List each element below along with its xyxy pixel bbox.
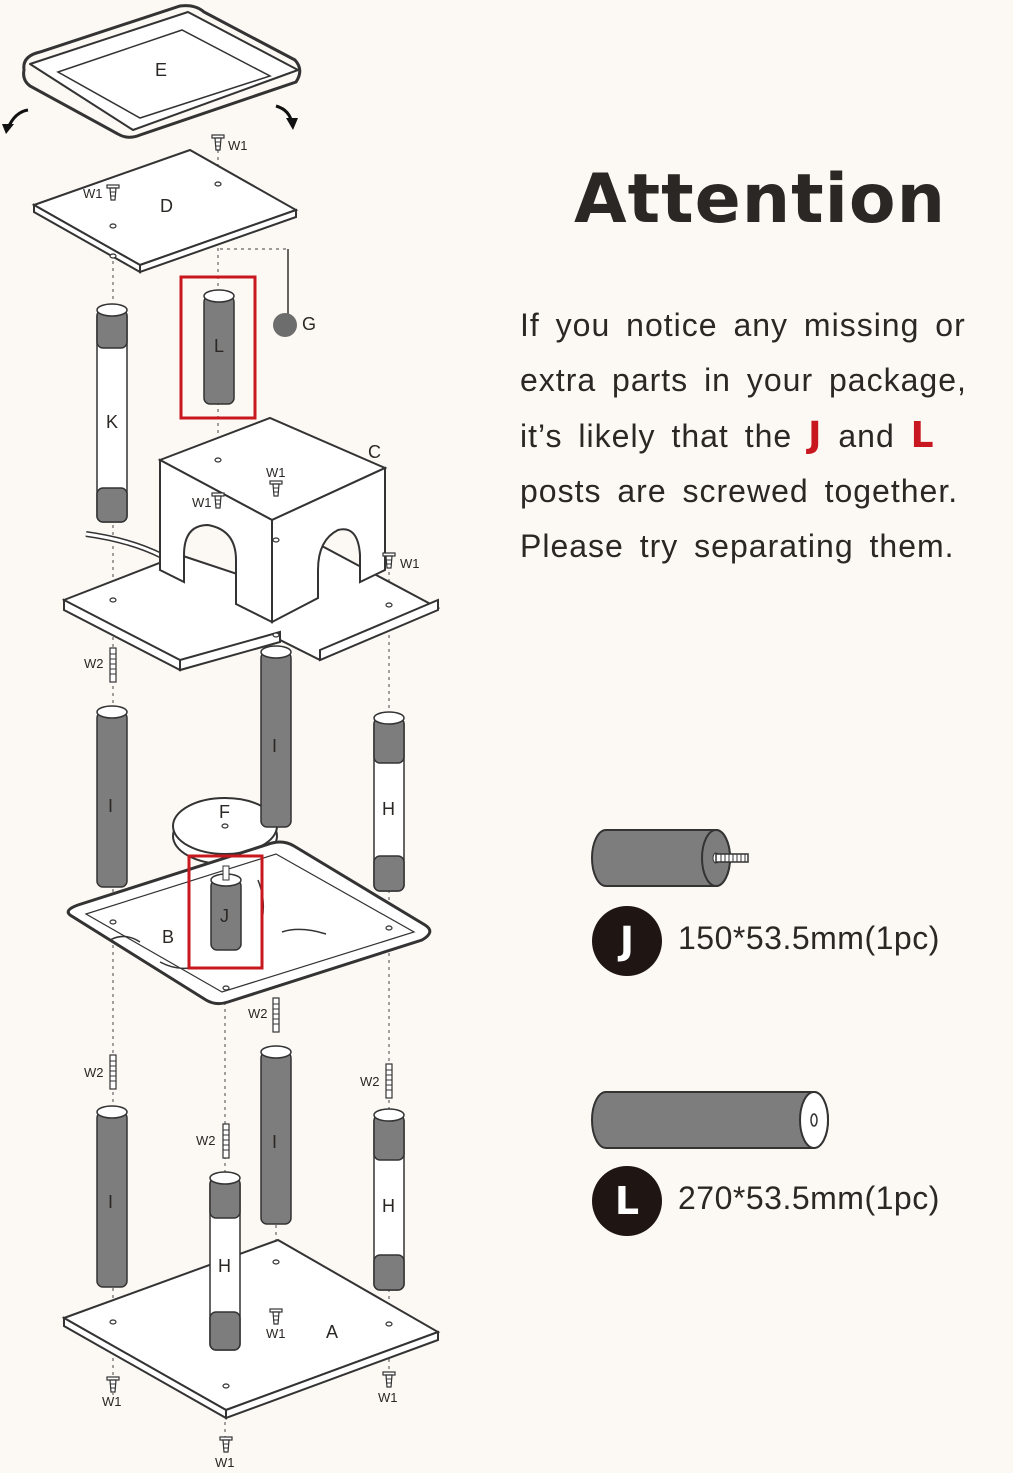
notice-line: extra parts in your package, — [520, 362, 967, 398]
screw-label-w1: W1 — [228, 138, 248, 153]
label-c: C — [368, 442, 381, 462]
attention-title: Attention — [573, 160, 947, 239]
screw-label-w1: W1 — [266, 1326, 286, 1341]
highlight-l: L — [910, 415, 935, 456]
part-d-board: D — [31, 148, 299, 274]
label-a: A — [326, 1322, 338, 1342]
screw-label-w1: W1 — [378, 1390, 398, 1405]
post-i-upper-left: I — [96, 705, 128, 888]
post-l: L — [203, 289, 235, 405]
spec-l: 270*53.5mm(1pc) — [678, 1180, 940, 1216]
post-i-upper-middle: I — [260, 645, 292, 828]
post-h-lower-right: H — [373, 1108, 405, 1291]
notice-line: Please try separating them. — [520, 528, 955, 564]
post-k: K — [96, 303, 128, 523]
screw-label-w2: W2 — [360, 1074, 380, 1089]
screw-label-w1: W1 — [192, 495, 212, 510]
post-l-illustration — [591, 1091, 829, 1149]
screw-label-w1: W1 — [102, 1394, 122, 1409]
screw-label-w2: W2 — [196, 1133, 216, 1148]
highlight-box-l — [179, 275, 257, 420]
part-a-base: A — [61, 1238, 441, 1420]
post-j: J — [210, 865, 242, 951]
label-h-2: H — [382, 1196, 395, 1216]
label-g: G — [302, 314, 316, 334]
spec-j: 150*53.5mm(1pc) — [678, 920, 940, 956]
screw-holes — [109, 181, 393, 1389]
label-i-2: I — [272, 736, 277, 756]
post-i-lower-middle: I — [260, 1045, 292, 1225]
label-i-4: I — [272, 1132, 277, 1152]
label-b: B — [162, 927, 174, 947]
post-h-upper-right: H — [373, 711, 405, 892]
label-h-1: H — [382, 799, 395, 819]
highlight-box-j — [187, 854, 264, 970]
part-e-hammock: E — [22, 4, 302, 139]
notice-text: If you notice any missing or extra parts… — [520, 298, 1010, 574]
screw-label-w1: W1 — [400, 556, 420, 571]
notice-line: it’s likely that the J and L — [520, 408, 1010, 464]
notice-line-mid: and — [838, 418, 895, 454]
badge-j: J — [592, 906, 662, 976]
screw-label-w2: W2 — [84, 656, 104, 671]
part-b-board: B — [66, 840, 432, 1006]
part-g-ball — [273, 313, 297, 337]
label-d: D — [160, 196, 173, 216]
label-j: J — [220, 906, 229, 926]
screw-label-w2: W2 — [84, 1065, 104, 1080]
screw-label-w1: W1 — [83, 186, 103, 201]
screw-label-w1: W1 — [266, 465, 286, 480]
assembly-diagram: E D G L K C — [2, 4, 441, 1470]
screw-label-w2: W2 — [248, 1006, 268, 1021]
post-i-lower-left: I — [96, 1105, 128, 1288]
notice-line: posts are screwed together. — [520, 473, 959, 509]
screw-label-w1: W1 — [215, 1455, 235, 1470]
label-l: L — [214, 336, 224, 356]
label-f: F — [219, 802, 230, 822]
label-k: K — [106, 412, 118, 432]
part-c-house: C — [61, 416, 441, 672]
notice-line: If you notice any missing or — [520, 307, 966, 343]
notice-line-prefix: it’s likely that the — [520, 418, 793, 454]
assembly-guide-lines — [112, 150, 390, 1440]
label-h-3: H — [218, 1256, 231, 1276]
label-i-3: I — [108, 1192, 113, 1212]
label-i-1: I — [108, 796, 113, 816]
post-j-illustration — [591, 829, 749, 887]
badge-l: L — [592, 1166, 662, 1236]
highlight-j: J — [808, 415, 823, 456]
label-e: E — [155, 60, 167, 80]
post-h-lower-front: H — [209, 1171, 241, 1351]
